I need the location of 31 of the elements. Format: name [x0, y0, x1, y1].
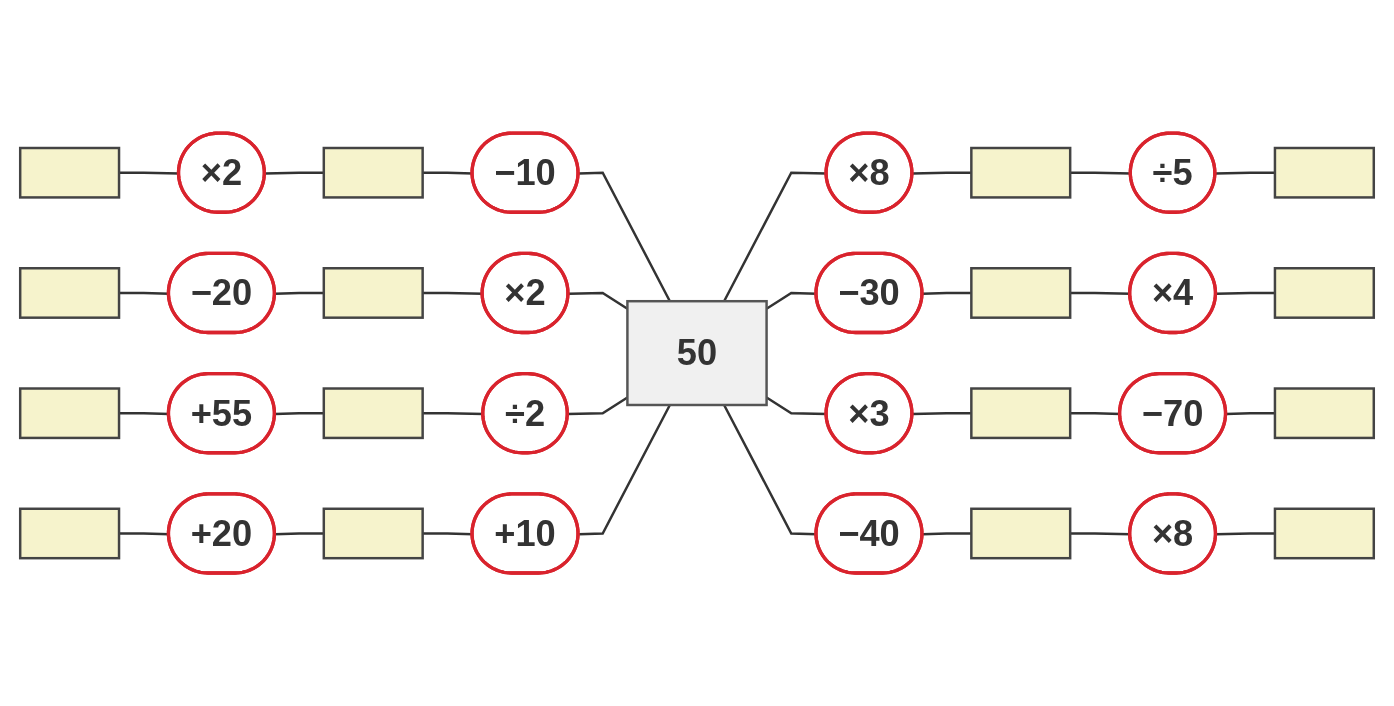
- node-box: [18, 507, 121, 560]
- connector: [275, 411, 324, 416]
- node-box: [970, 266, 1072, 319]
- node-box: 50: [626, 299, 768, 407]
- connector: [265, 171, 324, 175]
- node-box: [18, 387, 121, 440]
- connector: [922, 532, 972, 536]
- connector: [1226, 411, 1275, 416]
- connector: [912, 411, 972, 416]
- node-box: [322, 387, 424, 440]
- connector: [578, 404, 671, 536]
- connector: [1216, 291, 1275, 295]
- node-box: [322, 507, 424, 560]
- node-box: [1273, 266, 1376, 319]
- connector: [578, 171, 671, 302]
- connector: [1215, 171, 1275, 175]
- node-box: [1273, 387, 1376, 440]
- connector: [912, 171, 972, 175]
- node-box: [18, 146, 121, 199]
- node-box: [322, 146, 424, 199]
- node-box: [1273, 507, 1376, 560]
- node-box: [1273, 146, 1376, 199]
- node-box: [322, 266, 424, 319]
- connector: [922, 291, 972, 295]
- connector: [1216, 532, 1275, 536]
- connector: [275, 291, 324, 295]
- node-box: [970, 507, 1072, 560]
- node-box: [970, 146, 1072, 199]
- connector: [275, 532, 324, 536]
- node-box: [970, 387, 1072, 440]
- node-box: [18, 266, 121, 319]
